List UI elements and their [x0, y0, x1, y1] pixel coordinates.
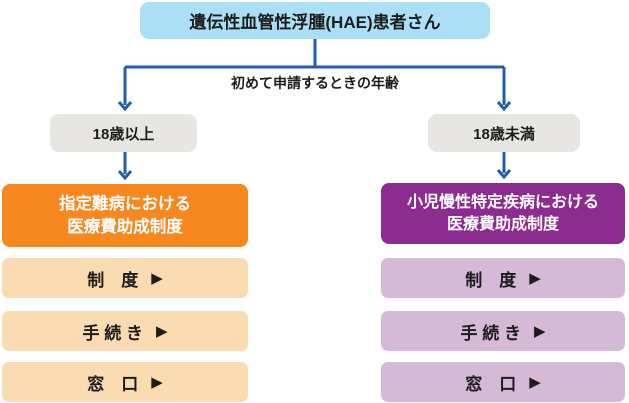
right-contact-button[interactable]: 窓 口 ▶	[381, 362, 625, 402]
program-line: 小児慢性特定疾病における	[406, 193, 599, 211]
button-label: 制 度	[87, 270, 139, 290]
arrow-right-icon: ▶	[151, 374, 163, 391]
right-system-button[interactable]: 制 度 ▶	[381, 258, 625, 298]
arrow-down-icon	[117, 170, 133, 181]
arrow-right-icon: ▶	[529, 270, 541, 287]
arrow-down-icon	[117, 101, 133, 112]
left-system-button[interactable]: 制 度 ▶	[2, 258, 248, 298]
age-node-under-18: 18歳未満	[428, 114, 580, 152]
branch-line	[123, 39, 506, 174]
button-label: 窓 口	[87, 374, 139, 394]
left-contact-button[interactable]: 窓 口 ▶	[2, 362, 248, 402]
button-label: 手 続 き	[460, 323, 521, 343]
arrow-right-icon: ▶	[151, 270, 163, 287]
button-label: 制 度	[465, 270, 517, 290]
root-node-label: 遺伝性血管性浮腫(HAE)患者さん	[189, 13, 441, 32]
arrow-right-icon: ▶	[529, 374, 541, 391]
arrow-right-icon: ▶	[155, 323, 168, 340]
arrow-down-icon	[496, 169, 512, 180]
arrow-right-icon: ▶	[533, 323, 546, 340]
age-node-label: 18歳未満	[473, 125, 535, 143]
program-node-designated-intractable-disease: 指定難病における 医療費助成制度	[2, 184, 248, 247]
arrow-down-icon	[496, 101, 512, 112]
program-line: 指定難病における	[59, 195, 191, 214]
program-line: 医療費助成制度	[67, 217, 183, 236]
age-node-label: 18歳以上	[92, 125, 155, 143]
root-node-patients: 遺伝性血管性浮腫(HAE)患者さん	[140, 2, 490, 39]
age-node-over-18: 18歳以上	[50, 114, 197, 152]
branch-condition-label: 初めて申請するときの年齢	[231, 75, 399, 91]
right-procedure-button[interactable]: 手 続 き ▶	[381, 311, 625, 351]
button-label: 手 続 き	[82, 323, 143, 343]
left-procedure-button[interactable]: 手 続 き ▶	[2, 311, 248, 351]
program-line: 医療費助成制度	[446, 215, 559, 233]
button-label: 窓 口	[465, 374, 517, 394]
program-node-pediatric-chronic-disease: 小児慢性特定疾病における 医療費助成制度	[381, 183, 625, 244]
